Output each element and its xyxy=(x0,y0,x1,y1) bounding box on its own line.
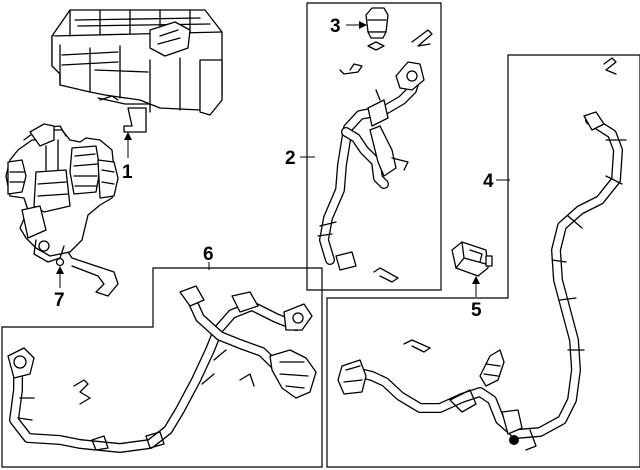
callout-2: 2 xyxy=(285,148,296,169)
frame-group-2 xyxy=(306,2,442,291)
part-5-bracket xyxy=(451,241,493,277)
frame-group-6 xyxy=(1,267,323,468)
callout-3: 3 xyxy=(330,16,341,37)
callout-4: 4 xyxy=(483,171,494,192)
part-7-coolant-valve xyxy=(5,123,119,297)
part-2-hose-assembly xyxy=(317,29,433,283)
part-4-long-hose xyxy=(337,57,627,451)
callout-6: 6 xyxy=(203,244,214,265)
callout-5: 5 xyxy=(471,300,482,321)
callout-1: 1 xyxy=(122,162,133,183)
part-6-harness xyxy=(7,285,317,453)
part-3-sensor xyxy=(365,7,389,51)
frame-group-4 xyxy=(326,54,640,468)
part-1-power-module xyxy=(51,9,223,133)
callout-7: 7 xyxy=(54,290,65,311)
